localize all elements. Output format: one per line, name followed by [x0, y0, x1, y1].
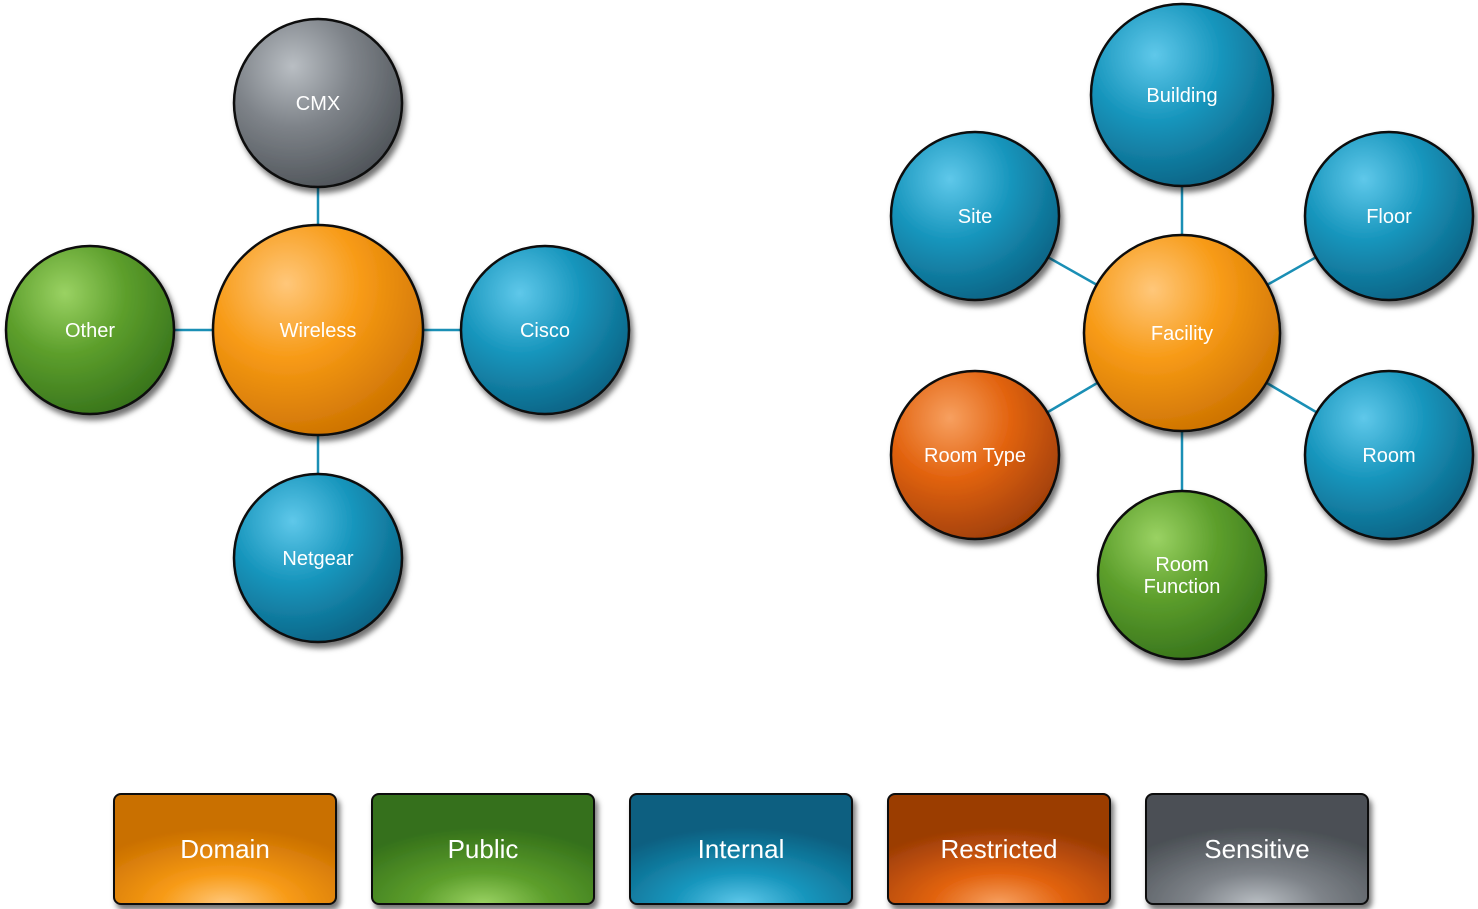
node-cmx[interactable]: CMX: [232, 17, 404, 189]
wireless-edges: [172, 185, 463, 476]
legend-domain-box: [113, 793, 337, 905]
edge-facility-site: [1045, 255, 1100, 287]
legend-sensitive-label: Sensitive: [1204, 834, 1310, 864]
node-floor-label: Floor: [1366, 206, 1412, 228]
node-room-type-circle: [889, 369, 1061, 541]
node-room-function-circle: [1096, 489, 1268, 661]
node-cisco-circle: [459, 244, 631, 416]
node-cmx-circle: [232, 17, 404, 189]
node-netgear-label: Netgear: [282, 548, 353, 570]
node-site[interactable]: Site: [889, 130, 1061, 302]
node-cisco-label: Cisco: [520, 320, 570, 342]
legend-internal: Internal: [629, 793, 853, 905]
node-floor[interactable]: Floor: [1303, 130, 1475, 302]
facility-edges: [1045, 184, 1319, 493]
edges-layer: [172, 184, 1319, 493]
node-room-circle: [1303, 369, 1475, 541]
legend-sensitive-box: [1145, 793, 1369, 905]
legend-domain-label: Domain: [180, 834, 270, 864]
node-room-type-label: Room Type: [924, 445, 1026, 467]
node-netgear-circle: [232, 472, 404, 644]
node-site-label: Site: [958, 206, 992, 228]
node-floor-circle: [1303, 130, 1475, 302]
node-site-circle: [889, 130, 1061, 302]
legend-sensitive: Sensitive: [1145, 793, 1369, 905]
legend-internal-label: Internal: [698, 834, 785, 864]
node-room-type[interactable]: Room Type: [889, 369, 1061, 541]
legend-restricted-label: Restricted: [940, 834, 1057, 864]
node-facility-circle: [1082, 233, 1282, 433]
legend-public: Public: [371, 793, 595, 905]
node-building[interactable]: Building: [1089, 2, 1275, 188]
node-netgear[interactable]: Netgear: [232, 472, 404, 644]
legend-domain: Domain: [113, 793, 337, 905]
edge-facility-floor: [1264, 255, 1319, 287]
node-building-label: Building: [1146, 85, 1217, 107]
edge-facility-room: [1264, 380, 1319, 415]
node-building-circle: [1089, 2, 1275, 188]
edge-facility-room-type: [1045, 380, 1100, 415]
legend: Domain Public Internal Restricted Sensitive: [113, 793, 1369, 905]
node-facility-label: Facility: [1151, 323, 1213, 345]
legend-restricted: Restricted: [887, 793, 1111, 905]
node-wireless-label: Wireless: [280, 320, 357, 342]
node-other-circle: [4, 244, 176, 416]
legend-internal-box: [629, 793, 853, 905]
legend-public-label: Public: [448, 834, 519, 864]
node-other[interactable]: Other: [4, 244, 176, 416]
node-other-label: Other: [65, 320, 115, 342]
legend-public-box: [371, 793, 595, 905]
node-facility[interactable]: Facility: [1082, 233, 1282, 433]
node-wireless-circle: [211, 223, 425, 437]
legend-restricted-box: [887, 793, 1111, 905]
node-cisco[interactable]: Cisco: [459, 244, 631, 416]
node-room-label: Room: [1362, 445, 1415, 467]
node-room[interactable]: Room: [1303, 369, 1475, 541]
node-cmx-label: CMX: [296, 93, 340, 115]
node-wireless[interactable]: Wireless: [211, 223, 425, 437]
